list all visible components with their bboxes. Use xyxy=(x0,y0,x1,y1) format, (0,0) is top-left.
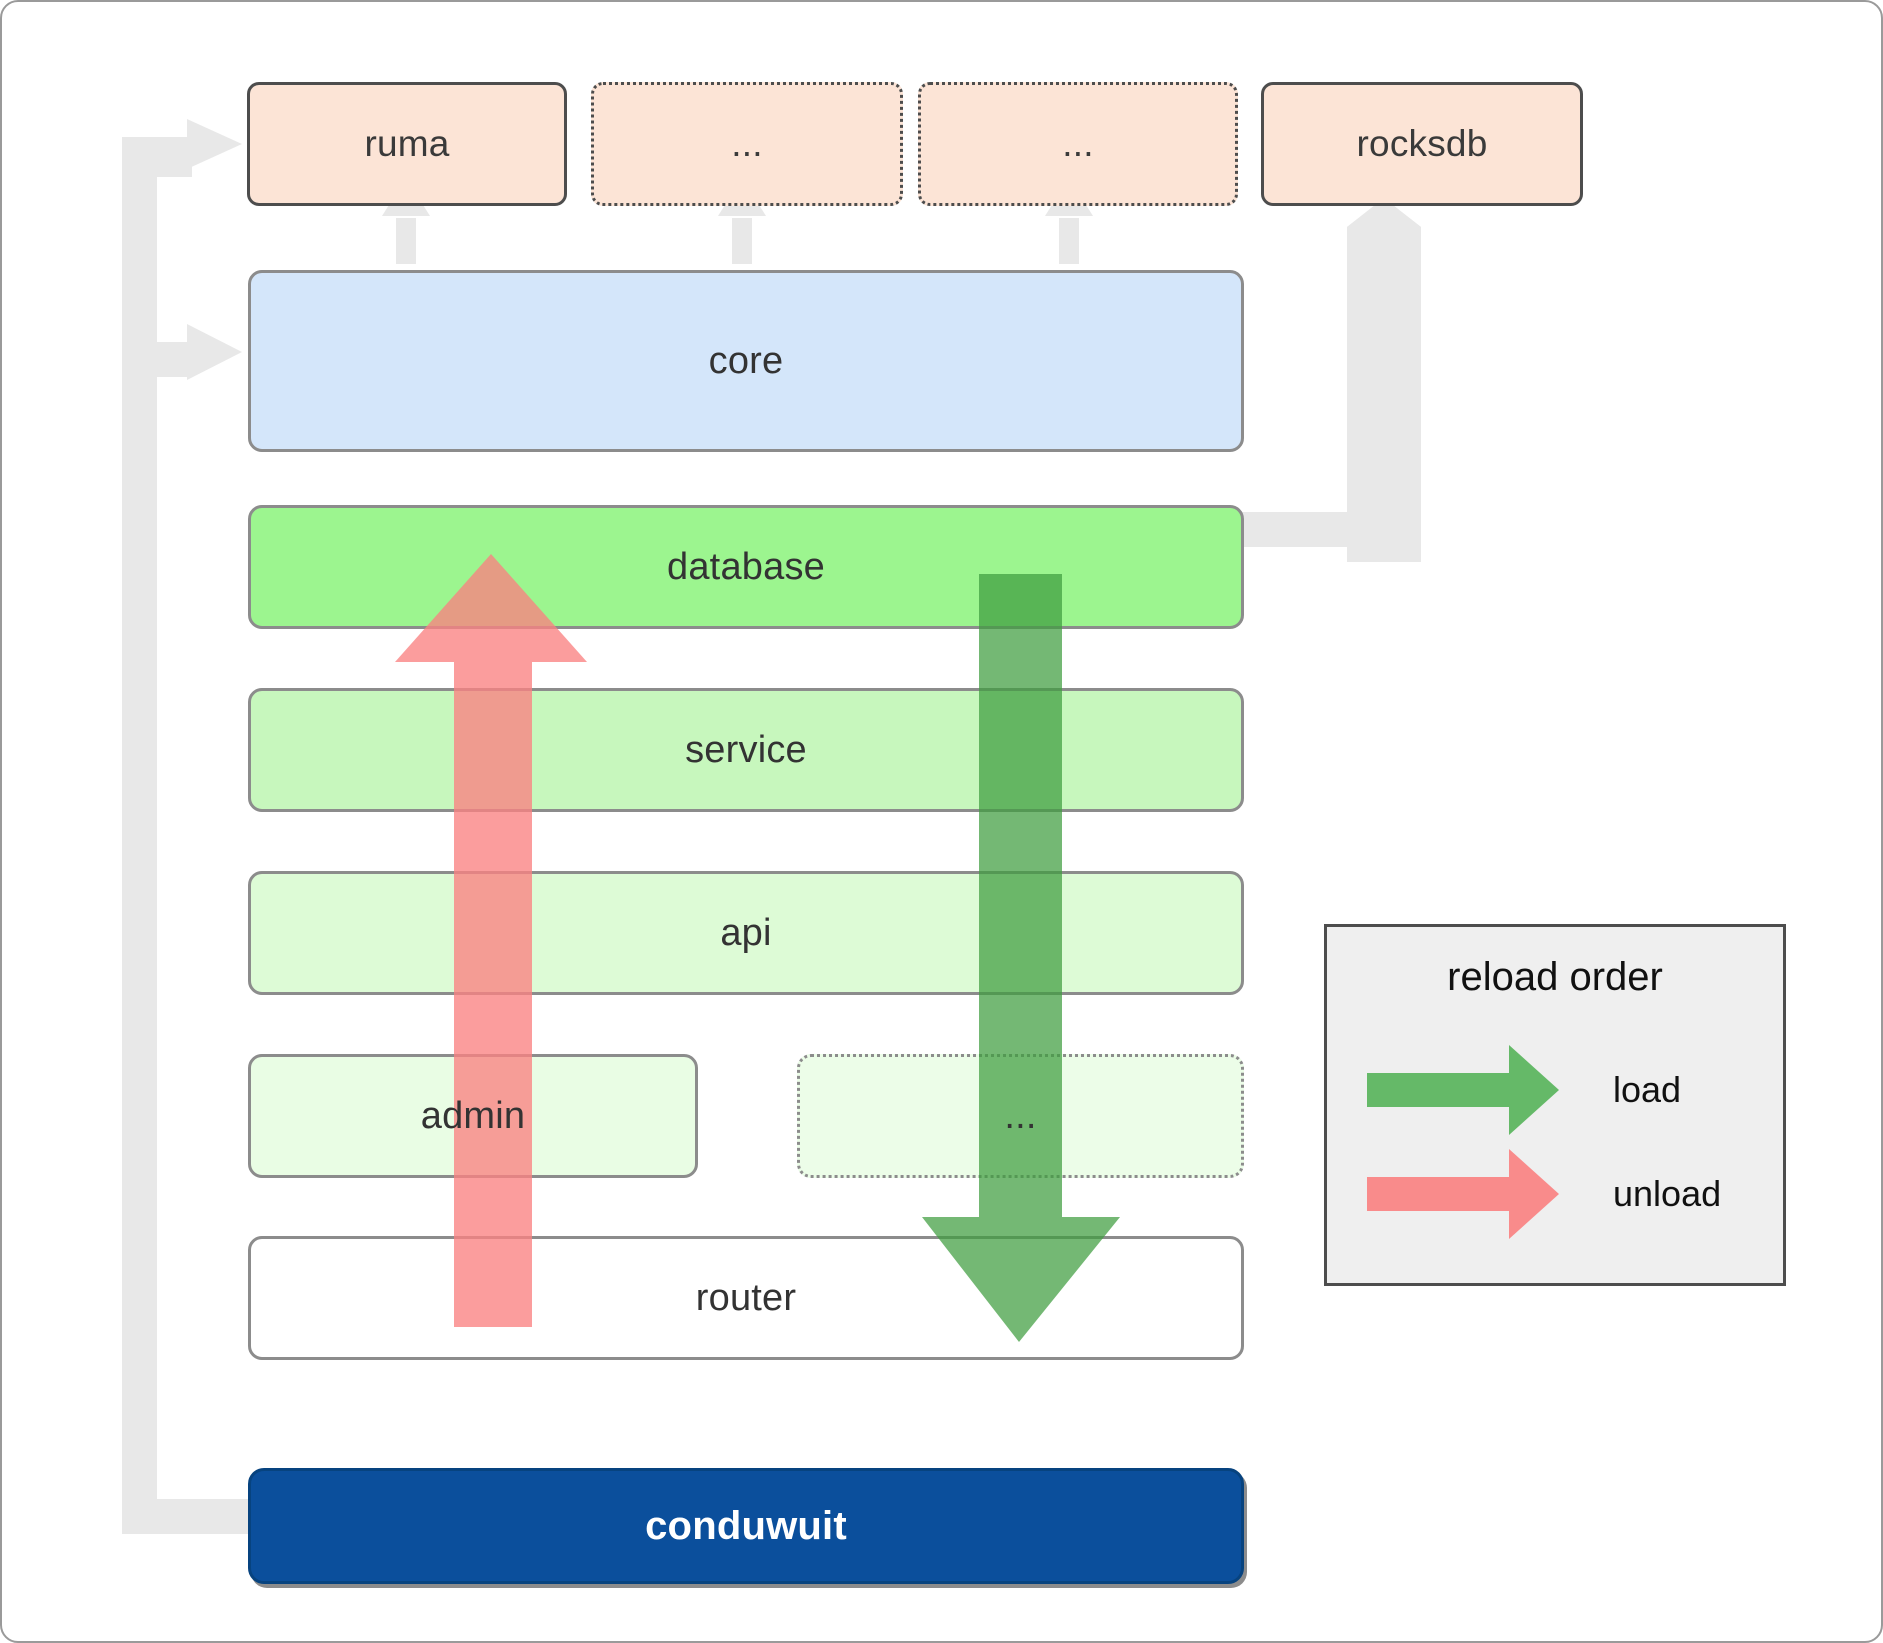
dependency-box-ellipsis-2[interactable]: ... xyxy=(918,82,1238,206)
core-label: core xyxy=(708,339,784,382)
legend-label-unload: unload xyxy=(1613,1173,1722,1214)
layer-label: router xyxy=(695,1276,797,1319)
legend-label-load: load xyxy=(1613,1069,1682,1110)
dependency-label: ruma xyxy=(364,123,450,164)
layer-box-database[interactable]: database xyxy=(248,505,1244,629)
legend-unload-arrow xyxy=(1367,1149,1559,1239)
dependency-label: rocksdb xyxy=(1356,123,1488,164)
dependency-label: ... xyxy=(731,123,763,164)
layer-box-service[interactable]: service xyxy=(248,688,1244,812)
layer-label: admin xyxy=(420,1094,526,1137)
layer-label: database xyxy=(667,545,825,588)
layer-label: ... xyxy=(1004,1094,1037,1137)
layer-box-api[interactable]: api xyxy=(248,871,1244,995)
layer-label: service xyxy=(685,728,807,771)
dependency-box-ellipsis-1[interactable]: ... xyxy=(591,82,903,206)
core-box[interactable]: core xyxy=(248,270,1244,452)
dependency-label: ... xyxy=(1062,123,1094,164)
dependency-box-ruma[interactable]: ruma xyxy=(247,82,567,206)
legend-arrows xyxy=(1367,1045,1559,1239)
layer-label: api xyxy=(720,911,772,954)
layer-box-admin[interactable]: admin xyxy=(248,1054,698,1178)
dependency-box-rocksdb[interactable]: rocksdb xyxy=(1261,82,1583,206)
legend-title: reload order xyxy=(1447,955,1663,999)
layer-box-router[interactable]: router xyxy=(248,1236,1244,1360)
layer-box-ellipsis[interactable]: ... xyxy=(797,1054,1244,1178)
root-label: conduwuit xyxy=(645,1503,847,1548)
legend-load-arrow xyxy=(1367,1045,1559,1135)
legend-panel: reload order load unload xyxy=(1324,924,1786,1286)
root-box-conduwuit[interactable]: conduwuit xyxy=(248,1468,1244,1584)
